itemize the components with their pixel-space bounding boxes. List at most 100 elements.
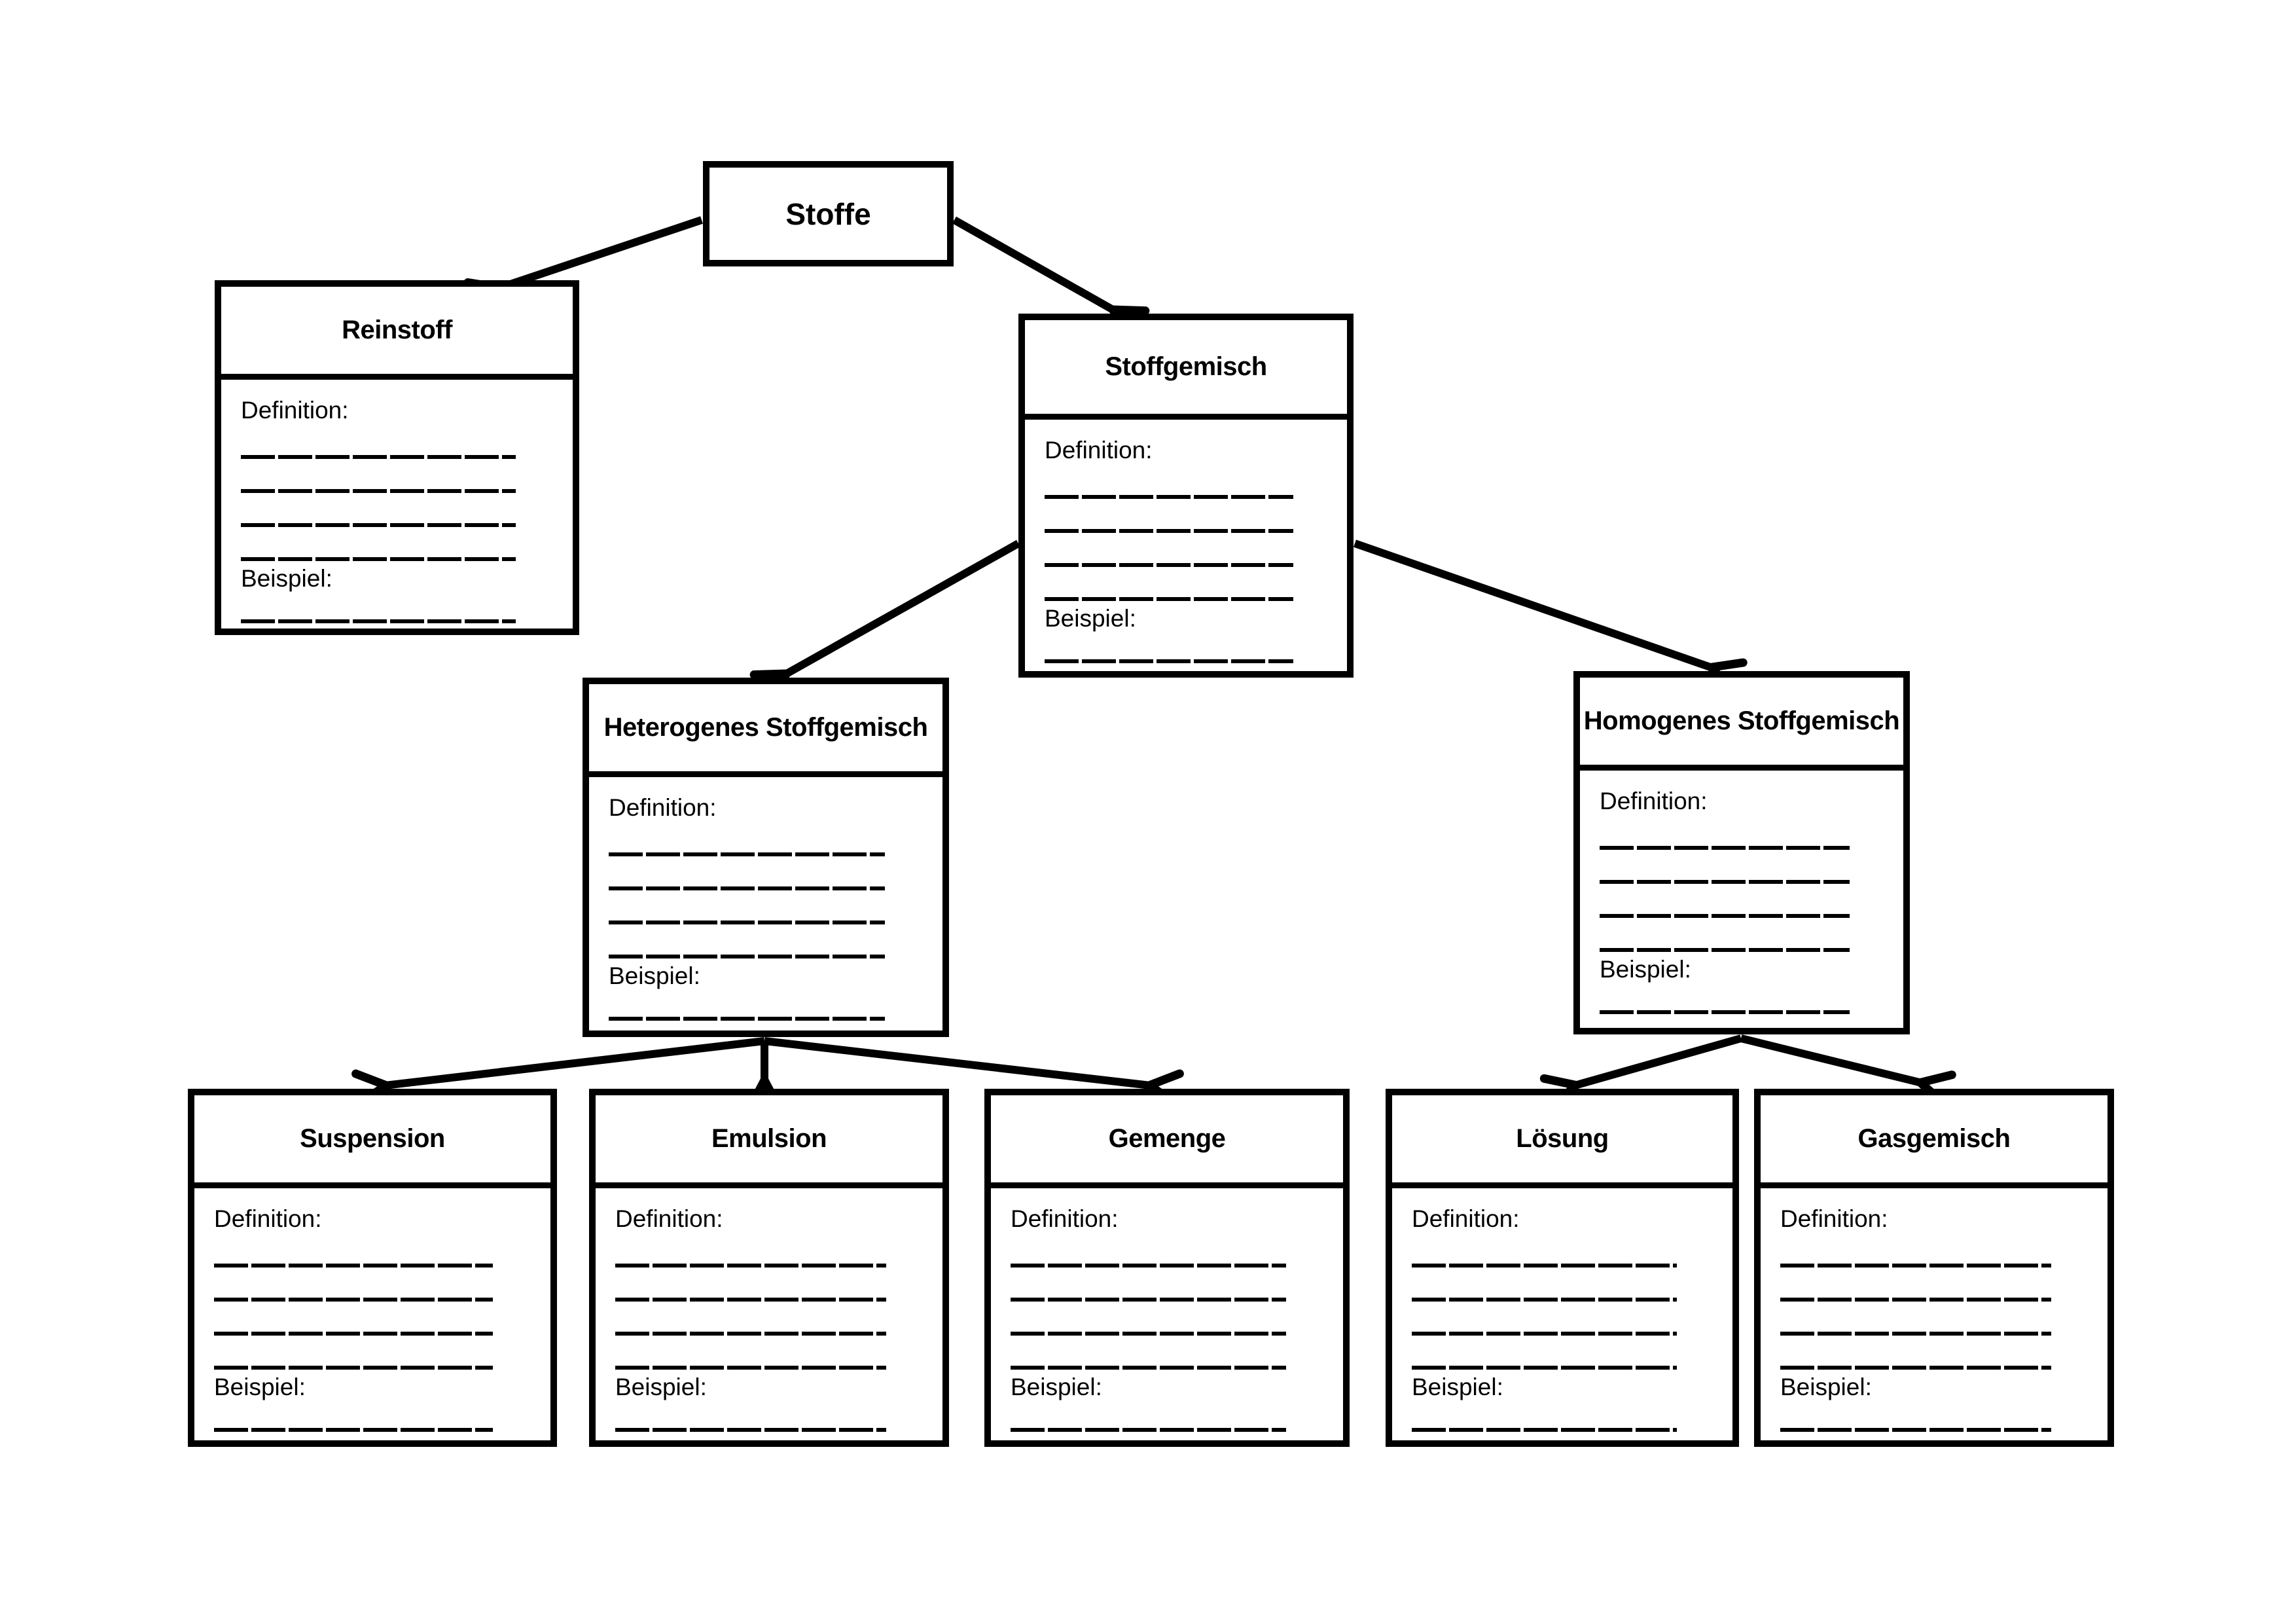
blank-line xyxy=(1780,1427,2051,1432)
node-reinstoff: Reinstoff Definition: Beispiel: xyxy=(215,280,579,635)
definition-label: Definition: xyxy=(1045,437,1153,464)
blank-line xyxy=(615,1365,886,1370)
node-emulsion-body: Definition: Beispiel: xyxy=(596,1188,942,1432)
beispiel-label: Beispiel: xyxy=(214,1373,306,1400)
beispiel-label: Beispiel: xyxy=(241,564,332,592)
blank-line xyxy=(214,1365,493,1370)
blank-line xyxy=(241,454,516,459)
blank-line xyxy=(1011,1427,1286,1432)
beispiel-label: Beispiel: xyxy=(1412,1373,1503,1400)
blank-line xyxy=(1045,596,1294,601)
arrow-stoffe-to-stoffgemisch xyxy=(952,216,1150,342)
node-suspension-body: Definition: Beispiel: xyxy=(194,1188,550,1432)
blank-line xyxy=(1600,845,1850,850)
node-gasgemisch-body: Definition: Beispiel: xyxy=(1761,1188,2108,1432)
node-gasgemisch-title: Gasgemisch xyxy=(1761,1095,2108,1188)
arrow-stoffgemisch-to-heterogenes xyxy=(749,539,1020,706)
blank-line xyxy=(609,920,886,924)
blank-line xyxy=(1011,1263,1286,1267)
node-gemenge: Gemenge Definition: Beispiel: xyxy=(984,1089,1350,1447)
node-homogenes-body: Definition: Beispiel: xyxy=(1580,771,1903,1014)
blank-line xyxy=(241,619,516,623)
blank-line xyxy=(1412,1297,1677,1302)
blank-line xyxy=(241,556,516,561)
arrow-homogenes-to-loesung xyxy=(1539,1034,1742,1112)
blank-line xyxy=(615,1331,886,1336)
blank-line xyxy=(1011,1331,1286,1336)
node-loesung-title: Lösung xyxy=(1392,1095,1732,1188)
beispiel-label: Beispiel: xyxy=(1011,1373,1102,1400)
blank-line xyxy=(609,852,886,856)
arrow-heterogenes-to-gemenge xyxy=(764,1037,1184,1108)
node-suspension: Suspension Definition: Beispiel: xyxy=(188,1089,557,1447)
blank-line xyxy=(1412,1365,1677,1370)
blank-line xyxy=(1780,1365,2051,1370)
blank-line xyxy=(1780,1263,2051,1267)
beispiel-label: Beispiel: xyxy=(609,962,700,989)
arrow-stoffgemisch-to-homogenes xyxy=(1354,539,1748,696)
blank-line xyxy=(241,522,516,527)
definition-label: Definition: xyxy=(609,794,717,821)
definition-label: Definition: xyxy=(1780,1205,1888,1232)
blank-line xyxy=(1780,1331,2051,1336)
blank-line xyxy=(1011,1365,1286,1370)
blank-line xyxy=(1045,494,1294,499)
blank-line xyxy=(241,488,516,493)
node-loesung-body: Definition: Beispiel: xyxy=(1392,1188,1732,1432)
node-reinstoff-body: Definition: Beispiel: xyxy=(221,380,573,623)
blank-line xyxy=(214,1331,493,1336)
beispiel-label: Beispiel: xyxy=(1045,604,1136,632)
definition-label: Definition: xyxy=(1600,788,1708,814)
node-stoffgemisch-body: Definition: Beispiel: xyxy=(1025,420,1347,663)
blank-line xyxy=(214,1297,493,1302)
blank-line xyxy=(1045,528,1294,533)
definition-label: Definition: xyxy=(1412,1205,1520,1232)
blank-line xyxy=(1412,1427,1677,1432)
blank-line xyxy=(214,1427,493,1432)
definition-label: Definition: xyxy=(241,397,349,424)
blank-line xyxy=(1011,1297,1286,1302)
blank-line xyxy=(609,954,886,958)
blank-line xyxy=(1600,913,1850,918)
beispiel-label: Beispiel: xyxy=(1600,955,1691,983)
definition-label: Definition: xyxy=(615,1205,723,1232)
node-reinstoff-title: Reinstoff xyxy=(221,287,573,380)
definition-label: Definition: xyxy=(1011,1205,1119,1232)
node-suspension-title: Suspension xyxy=(194,1095,550,1188)
arrow-heterogenes-to-suspension xyxy=(351,1037,765,1108)
node-heterogenes-stoffgemisch: Heterogenes Stoffgemisch Definition: Bei… xyxy=(583,678,949,1037)
node-stoffe-title: Stoffe xyxy=(785,196,871,231)
beispiel-label: Beispiel: xyxy=(1780,1373,1872,1400)
arrow-stoffe-to-reinstoff xyxy=(463,216,703,316)
blank-line xyxy=(615,1297,886,1302)
definition-label: Definition: xyxy=(214,1205,322,1232)
blank-line xyxy=(1600,879,1850,884)
node-heterogenes-body: Definition: Beispiel: xyxy=(589,777,942,1021)
arrow-homogenes-to-gasgemisch xyxy=(1740,1034,1956,1108)
node-emulsion: Emulsion Definition: Beispiel: xyxy=(589,1089,949,1447)
blank-line xyxy=(609,886,886,890)
blank-line xyxy=(1600,947,1850,952)
blank-line xyxy=(1412,1263,1677,1267)
blank-line xyxy=(615,1427,886,1432)
blank-line xyxy=(214,1263,493,1267)
node-heterogenes-title: Heterogenes Stoffgemisch xyxy=(589,684,942,777)
node-gemenge-body: Definition: Beispiel: xyxy=(991,1188,1343,1432)
blank-line xyxy=(1045,562,1294,567)
blank-line xyxy=(615,1263,886,1267)
node-emulsion-title: Emulsion xyxy=(596,1095,942,1188)
blank-line xyxy=(609,1016,886,1021)
blank-line xyxy=(1600,1010,1850,1014)
node-stoffgemisch-title: Stoffgemisch xyxy=(1025,320,1347,420)
blank-line xyxy=(1780,1297,2051,1302)
beispiel-label: Beispiel: xyxy=(615,1373,707,1400)
node-stoffgemisch: Stoffgemisch Definition: Beispiel: xyxy=(1018,314,1354,678)
blank-line xyxy=(1412,1331,1677,1336)
node-homogenes-title: Homogenes Stoffgemisch xyxy=(1580,678,1903,771)
node-homogenes-stoffgemisch: Homogenes Stoffgemisch Definition: Beisp… xyxy=(1573,671,1910,1034)
node-stoffe: Stoffe xyxy=(703,161,954,266)
blank-line xyxy=(1045,659,1294,663)
node-loesung: Lösung Definition: Beispiel: xyxy=(1386,1089,1739,1447)
